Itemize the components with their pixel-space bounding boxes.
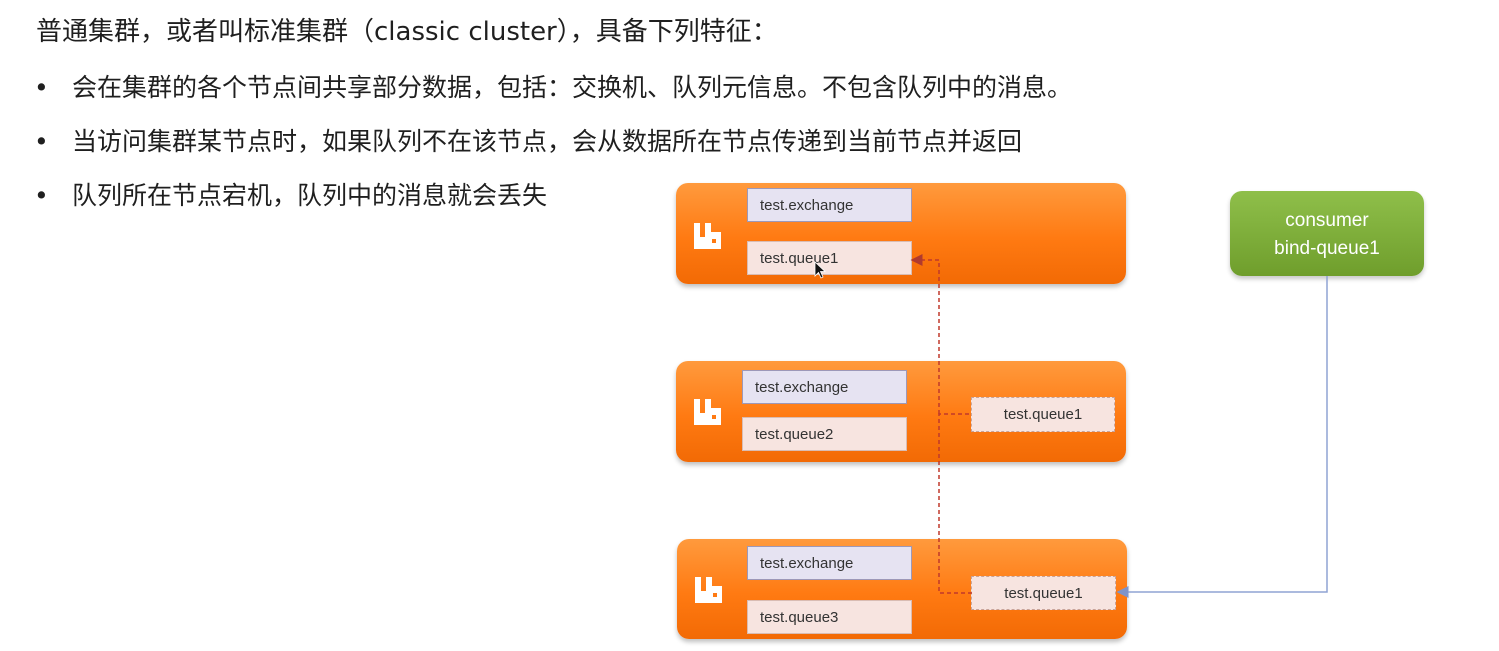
feature-list: • 会在集群的各个节点间共享部分数据，包括：交换机、队列元信息。不包含队列中的消… — [34, 70, 1072, 232]
cluster-node-1: test.exchange test.queue1 — [676, 183, 1126, 284]
feature-text-1: 会在集群的各个节点间共享部分数据，包括：交换机、队列元信息。不包含队列中的消息。 — [72, 73, 1073, 102]
consumer-label: consumer — [1285, 210, 1369, 231]
feature-item-2: • 当访问集群某节点时，如果队列不在该节点，会从数据所在节点传递到当前节点并返回 — [34, 124, 1072, 178]
rabbitmq-logo-icon — [694, 399, 721, 425]
feature-item-3: • 队列所在节点宕机，队列中的消息就会丢失 — [34, 178, 1072, 232]
forward-path-node2-to-node1 — [910, 254, 940, 414]
cluster-node-3: test.exchange test.queue3 test.queue1 — [677, 539, 1127, 639]
bullet-dot-icon: • — [34, 181, 49, 210]
feature-text-3: 队列所在节点宕机，队列中的消息就会丢失 — [72, 181, 548, 210]
page-heading: 普通集群，或者叫标准集群（classic cluster），具备下列特征： — [36, 17, 778, 47]
exchange-box: test.exchange — [747, 188, 912, 222]
bullet-dot-icon: • — [34, 73, 49, 102]
remote-queue-box: test.queue1 — [971, 576, 1116, 610]
consumer-connection-line — [1116, 276, 1328, 598]
mouse-cursor-icon — [814, 261, 827, 279]
forward-path-node3-to-node2 — [938, 413, 972, 594]
queue-box: test.queue3 — [747, 600, 912, 634]
rabbitmq-logo-icon — [695, 577, 722, 603]
feature-text-2: 当访问集群某节点时，如果队列不在该节点，会从数据所在节点传递到当前节点并返回 — [72, 127, 1023, 156]
exchange-box: test.exchange — [742, 370, 907, 404]
bullet-dot-icon: • — [34, 127, 49, 156]
feature-item-1: • 会在集群的各个节点间共享部分数据，包括：交换机、队列元信息。不包含队列中的消… — [34, 70, 1072, 124]
queue-box: test.queue2 — [742, 417, 907, 451]
consumer-box: consumer bind-queue1 — [1230, 191, 1424, 276]
cluster-node-2: test.exchange test.queue2 test.queue1 — [676, 361, 1126, 462]
consumer-binding-label: bind-queue1 — [1274, 238, 1380, 259]
rabbitmq-logo-icon — [694, 223, 721, 249]
queue-box: test.queue1 — [747, 241, 912, 275]
exchange-box: test.exchange — [747, 546, 912, 580]
remote-queue-box: test.queue1 — [971, 397, 1115, 432]
